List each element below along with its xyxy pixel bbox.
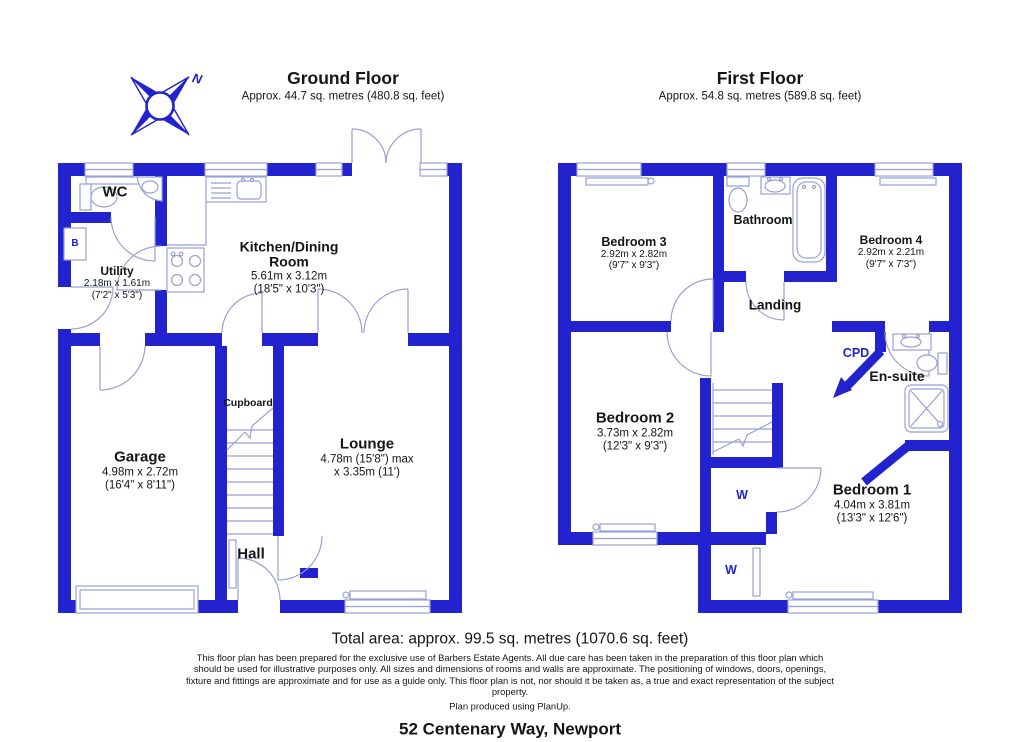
room-label-kitchen-dining: Kitchen/Dining Room 5.61m x 3.12m (18'5"… (239, 238, 339, 296)
wardrobe-lower-label: W (725, 563, 737, 578)
garage-door (75, 585, 199, 614)
first-floor-windows (576, 162, 934, 614)
bedroom4-radiator (879, 177, 937, 186)
boiler-label: B (71, 238, 79, 250)
ground-floor-openings (58, 163, 421, 613)
wardrobe-sliding-door (752, 547, 761, 597)
room-label-bathroom: Bathroom (733, 213, 793, 227)
bedroom1-radiator (792, 591, 874, 600)
boiler-box (63, 227, 87, 261)
room-label-bedroom3: Bedroom 3 2.92m x 2.82m (9'7" x 9'3") (600, 234, 668, 271)
stove-icon (166, 247, 205, 293)
cpd-label: CPD (842, 346, 870, 361)
first-floor-title: First Floor (716, 68, 804, 89)
room-label-utility: Utility 2.18m x 1.61m (7'2" x 5'3") (83, 264, 151, 301)
room-label-bedroom4: Bedroom 4 2.92m x 2.21m (9'7" x 7'3") (857, 233, 925, 270)
room-label-bedroom1: Bedroom 1 4.04m x 3.81m (13'3" x 12'6") (832, 481, 912, 525)
room-label-lounge: Lounge 4.78m (15'8") max x 3.35m (11') (320, 435, 414, 479)
room-label-landing: Landing (748, 297, 802, 313)
first-floor-subtitle: Approx. 54.8 sq. metres (589.8 sq. feet) (658, 90, 862, 103)
ground-floor-fixtures (63, 176, 427, 600)
room-label-garage: Garage 4.98m x 2.72m (16'4" x 8'11") (101, 448, 179, 492)
ground-floor-title: Ground Floor (287, 68, 399, 89)
ground-floor-subtitle: Approx. 44.7 sq. metres (480.8 sq. feet) (241, 90, 445, 103)
kitchen-counter (167, 202, 207, 246)
first-floor-stairs (712, 383, 773, 455)
ground-floor-doors (70, 128, 422, 601)
room-label-wc: WC (102, 183, 128, 201)
wc-toilet-cistern (79, 183, 92, 211)
bedroom2-radiator (599, 523, 656, 532)
disclaimer-text: This floor plan has been prepared for th… (186, 652, 834, 698)
room-label-ensuite: En-suite (869, 368, 925, 385)
bathroom-toilet-icon (728, 187, 748, 213)
lounge-radiator (349, 590, 427, 600)
cpd-arrow (833, 377, 852, 398)
bedroom3-radiator (585, 177, 649, 186)
room-label-hall: Hall (237, 545, 265, 563)
ensuite-toilet-icon (916, 354, 938, 372)
first-floor-diagonal-walls (833, 347, 911, 486)
total-area: Total area: approx. 99.5 sq. metres (107… (331, 630, 689, 648)
wardrobe-upper-label: W (736, 488, 748, 503)
compass-north-icon (130, 76, 190, 136)
first-floor-fixtures (585, 176, 949, 600)
ensuite-toilet-cistern (937, 352, 948, 375)
property-address: 52 Centenary Way, Newport (398, 719, 622, 739)
wc-toilet-icon (90, 186, 118, 208)
ground-floor-windows (84, 162, 448, 614)
plan-credit: Plan produced using PlanUp. (449, 700, 571, 712)
first-floor-walls (558, 163, 962, 613)
bathroom-toilet-cistern (726, 176, 750, 187)
room-label-cupboard: Cupboard (223, 397, 273, 410)
hall-radiator (228, 539, 237, 589)
ground-floor-stairs (226, 407, 274, 535)
room-label-bedroom2: Bedroom 2 3.73m x 2.82m (12'3" x 9'3") (595, 409, 675, 453)
